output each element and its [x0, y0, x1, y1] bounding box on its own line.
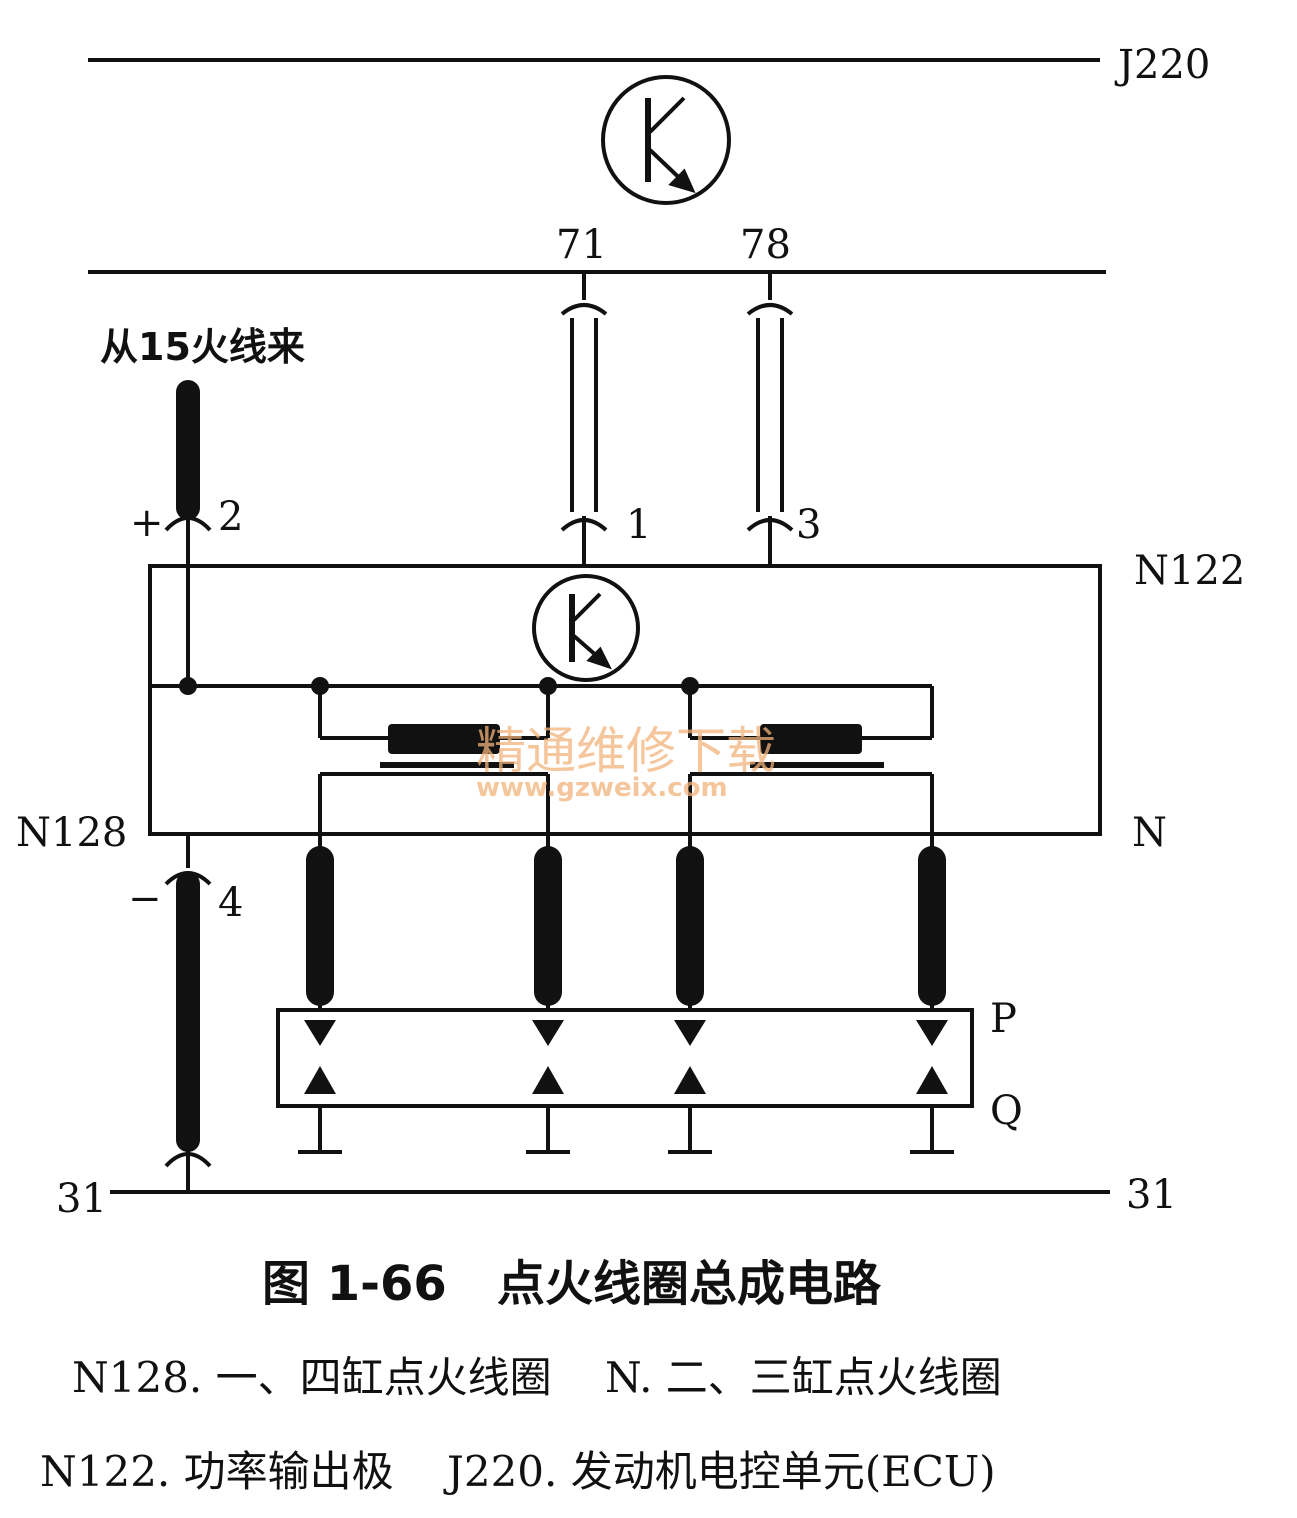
- pin-2-label: 2: [218, 494, 243, 540]
- ground-right-label: 31: [1126, 1172, 1177, 1218]
- power-module-box: [148, 564, 1102, 836]
- p-label: P: [990, 996, 1017, 1042]
- spark-plug-icon: [306, 846, 946, 1010]
- source-label: 从15火线来: [100, 325, 305, 369]
- watermark-url: www.gzweix.com: [476, 773, 728, 803]
- coil-cores: [380, 724, 884, 768]
- q-label: Q: [990, 1088, 1023, 1134]
- transistor-icon: [532, 574, 640, 682]
- coil-23-label: N: [1132, 810, 1167, 856]
- minus-label: −: [128, 876, 162, 922]
- module-label: N122: [1134, 548, 1245, 594]
- ground-icon: [298, 1106, 954, 1154]
- pin-4-label: 4: [218, 880, 243, 926]
- pin-71-label: 71: [556, 222, 607, 268]
- pin-3-label: 3: [796, 502, 821, 548]
- transistor-icon: [601, 75, 731, 205]
- ground-cable: [164, 834, 212, 1192]
- figure-title: 图 1-66 点火线圈总成电路: [262, 1256, 882, 1312]
- ground-left-label: 31: [56, 1176, 107, 1222]
- pin-78-label: 78: [740, 222, 791, 268]
- ecu-label: J220: [1114, 42, 1210, 88]
- spark-plug-box: [276, 1008, 974, 1108]
- watermark-cn: 精通维修下载: [476, 722, 776, 780]
- signal-wires: [560, 272, 794, 566]
- coil-14-label: N128: [16, 810, 127, 856]
- junction-dots: [179, 677, 699, 695]
- legend-line-1: N128. 一、四缸点火线圈 N. 二、三缸点火线圈: [72, 1353, 1002, 1402]
- plus-label: +: [130, 500, 164, 546]
- spark-gaps: [304, 1020, 948, 1094]
- legend-line-2: N122. 功率输出极 J220. 发动机电控单元(ECU): [40, 1447, 996, 1496]
- supply-cable: [164, 380, 212, 686]
- pin-1-label: 1: [626, 502, 651, 548]
- ecu-block: [88, 58, 1106, 274]
